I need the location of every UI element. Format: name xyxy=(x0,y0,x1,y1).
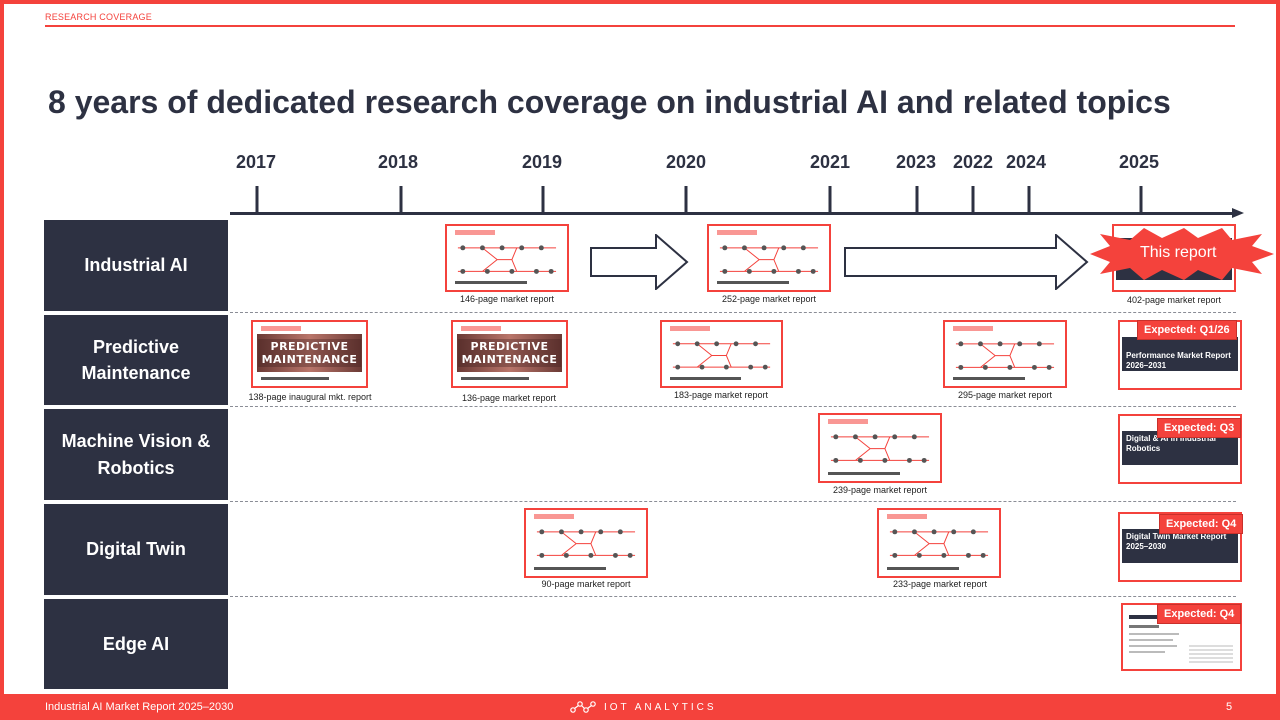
this-report-starburst xyxy=(1090,228,1274,280)
tick-2025 xyxy=(1139,186,1143,214)
section-label: RESEARCH COVERAGE xyxy=(45,12,152,22)
report-thumbnail-mv-2021 xyxy=(818,413,942,483)
row-label-edge-ai: Edge AI xyxy=(44,599,228,689)
section-divider xyxy=(45,25,1235,27)
year-2020: 2020 xyxy=(665,152,707,172)
network-logo-icon xyxy=(570,701,596,713)
report-diagram-icon xyxy=(536,529,636,558)
tick-2019 xyxy=(541,186,545,214)
tick-2018 xyxy=(399,186,403,214)
tick-2021 xyxy=(828,186,832,214)
tick-2023 xyxy=(915,186,919,214)
tick-2020 xyxy=(684,186,688,214)
year-2017: 2017 xyxy=(235,152,277,172)
pm-thumbnail-title: PREDICTIVE MAINTENANCE xyxy=(457,338,562,367)
timeline-arrowhead xyxy=(1232,208,1244,218)
report-diagram-icon xyxy=(719,245,819,274)
expected-badge-dt: Expected: Q4 xyxy=(1159,514,1244,534)
expected-badge-pm: Expected: Q1/26 xyxy=(1137,320,1237,340)
report-thumbnail-pm-2024 xyxy=(943,320,1067,388)
year-2021: 2021 xyxy=(809,152,851,172)
report-caption: 136-page market report xyxy=(461,393,557,403)
row-label-predictive-maintenance: Predictive Maintenance xyxy=(44,315,228,405)
year-2024: 2024 xyxy=(1005,152,1047,172)
report-diagram-icon xyxy=(955,341,1055,370)
report-caption: 233-page market report xyxy=(892,579,988,589)
report-caption: 90-page market report xyxy=(541,579,631,589)
report-thumbnail-edge-upcoming xyxy=(1121,603,1242,671)
report-caption: 252-page market report xyxy=(721,294,817,304)
mv-card-title: Digital & AI in Industrial Robotics xyxy=(1126,434,1216,454)
dt-card-title: Digital Twin Market Report 2025–2030 xyxy=(1126,532,1227,552)
page-title: 8 years of dedicated research coverage o… xyxy=(48,84,1171,120)
brand-name: IOT ANALYTICS xyxy=(604,701,717,713)
report-caption: 239-page market report xyxy=(832,485,928,495)
row-separator xyxy=(230,406,1236,407)
this-report-label: This report xyxy=(1140,244,1217,261)
row-label-digital-twin: Digital Twin xyxy=(44,504,228,595)
expected-badge-mv: Expected: Q3 xyxy=(1157,418,1242,438)
report-diagram-icon xyxy=(672,341,771,370)
report-caption: 183-page market report xyxy=(673,390,769,400)
report-thumbnail-pm-2019: PREDICTIVE MAINTENANCE xyxy=(451,320,568,388)
pm-thumbnail-title: PREDICTIVE MAINTENANCE xyxy=(257,338,362,367)
footer-report-name: Industrial AI Market Report 2025–2030 xyxy=(45,701,234,713)
footer-bar: Industrial AI Market Report 2025–2030 IO… xyxy=(0,694,1280,720)
page-number: 5 xyxy=(1226,701,1233,713)
report-thumbnail-pm-2020 xyxy=(660,320,783,388)
report-thumbnail-ai-2019 xyxy=(445,224,569,292)
tick-2017 xyxy=(255,186,259,214)
year-2019: 2019 xyxy=(521,152,563,172)
row-label-industrial-ai: Industrial AI xyxy=(44,220,228,311)
brand-logo: IOT ANALYTICS xyxy=(570,700,717,714)
row-separator xyxy=(230,501,1236,502)
pm-card-title: Performance Market Report 2026–2031 xyxy=(1126,351,1231,371)
report-diagram-icon xyxy=(889,529,989,558)
report-caption: 138-page inaugural mkt. report xyxy=(248,392,372,402)
progression-arrow xyxy=(844,234,1089,290)
year-2025: 2025 xyxy=(1118,152,1160,172)
year-2023: 2023 xyxy=(895,152,937,172)
progression-arrow xyxy=(590,234,689,290)
year-2022: 2022 xyxy=(952,152,994,172)
row-label-machine-vision: Machine Vision & Robotics xyxy=(44,409,228,500)
row-separator xyxy=(230,596,1236,597)
report-thumbnail-pm-2017: PREDICTIVE MAINTENANCE xyxy=(251,320,368,388)
report-diagram-icon xyxy=(830,434,930,463)
expected-badge-edge: Expected: Q4 xyxy=(1157,604,1242,624)
tick-2024 xyxy=(1027,186,1031,214)
timeline-axis xyxy=(230,212,1234,215)
report-caption: 295-page market report xyxy=(957,390,1053,400)
report-thumbnail-ai-2020 xyxy=(707,224,831,292)
year-2018: 2018 xyxy=(377,152,419,172)
report-caption: 146-page market report xyxy=(459,294,555,304)
tick-2022 xyxy=(971,186,975,214)
report-diagram-icon xyxy=(457,245,557,274)
report-thumbnail-dt-2023 xyxy=(877,508,1001,578)
row-separator xyxy=(230,312,1236,313)
report-thumbnail-dt-2019 xyxy=(524,508,648,578)
report-caption: 402-page market report xyxy=(1126,295,1222,305)
